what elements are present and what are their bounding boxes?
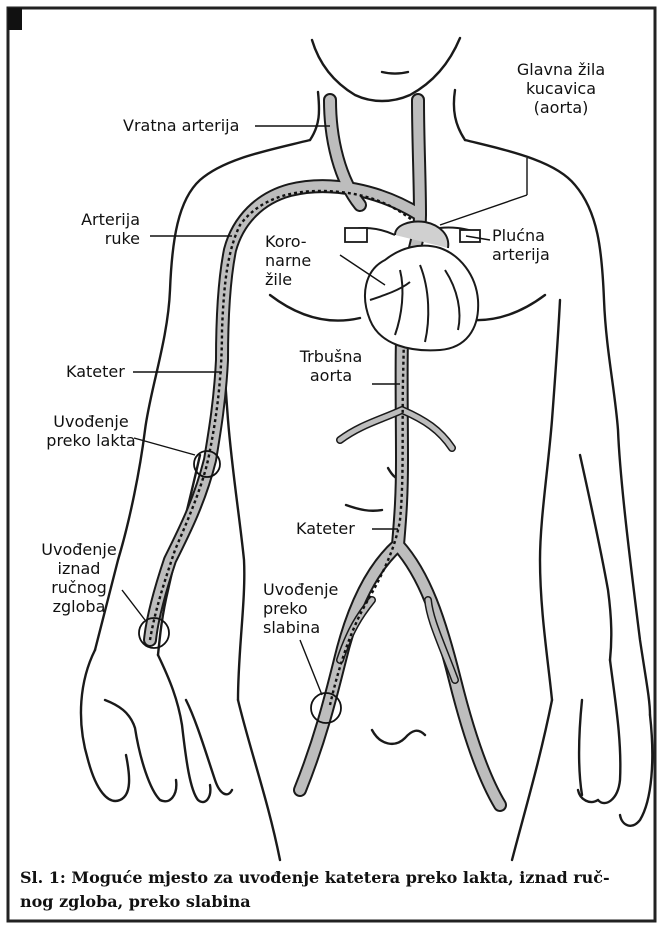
label-line: ručnog	[24, 578, 134, 597]
caption-line-1: Sl. 1: Moguće mjesto za uvođenje kateter…	[20, 866, 650, 890]
label-line: slabina	[263, 618, 338, 637]
label-abdominal-aorta: Trbušna aorta	[286, 347, 376, 385]
pulmonary-trunk-left	[345, 228, 367, 242]
figure-caption: Sl. 1: Moguće mjesto za uvođenje kateter…	[20, 866, 650, 914]
caption-line-2: nog zgloba, preko slabina	[20, 890, 650, 914]
label-catheter-body: Kateter	[296, 519, 355, 538]
label-line: Trbušna	[286, 347, 376, 366]
label-line: Vratna arterija	[123, 116, 239, 135]
label-pulmonary: Plućna arterija	[492, 226, 550, 264]
label-catheter-arm: Kateter	[66, 362, 125, 381]
label-line: Uvođenje	[263, 580, 338, 599]
label-line: ruke	[50, 229, 140, 248]
label-entry-groin: Uvođenje preko slabina	[263, 580, 338, 637]
label-aorta-main: Glavna žila kucavica (aorta)	[506, 60, 616, 117]
label-line: Arterija	[50, 210, 140, 229]
label-line: narne	[265, 251, 311, 270]
label-line: Kateter	[296, 519, 355, 538]
label-neck-artery: Vratna arterija	[123, 116, 239, 135]
label-line: Kateter	[66, 362, 125, 381]
label-line: iznad	[24, 559, 134, 578]
label-line: žile	[265, 270, 311, 289]
label-line: Uvođenje	[24, 540, 134, 559]
corner-mark	[8, 8, 22, 30]
label-line: preko lakta	[36, 431, 146, 450]
label-line: arterija	[492, 245, 550, 264]
label-entry-elbow: Uvođenje preko lakta	[36, 412, 146, 450]
label-line: preko	[263, 599, 338, 618]
label-line: kucavica	[506, 79, 616, 98]
label-arm-artery: Arterija ruke	[50, 210, 140, 248]
label-line: Uvođenje	[36, 412, 146, 431]
label-coronary: Koro- narne žile	[265, 232, 311, 289]
label-line: (aorta)	[506, 98, 616, 117]
label-line: Koro-	[265, 232, 311, 251]
label-line: aorta	[286, 366, 376, 385]
label-entry-wrist: Uvođenje iznad ručnog zgloba	[24, 540, 134, 616]
label-line: Glavna žila	[506, 60, 616, 79]
label-line: Plućna	[492, 226, 550, 245]
label-line: zgloba	[24, 597, 134, 616]
body-outline	[81, 38, 652, 860]
